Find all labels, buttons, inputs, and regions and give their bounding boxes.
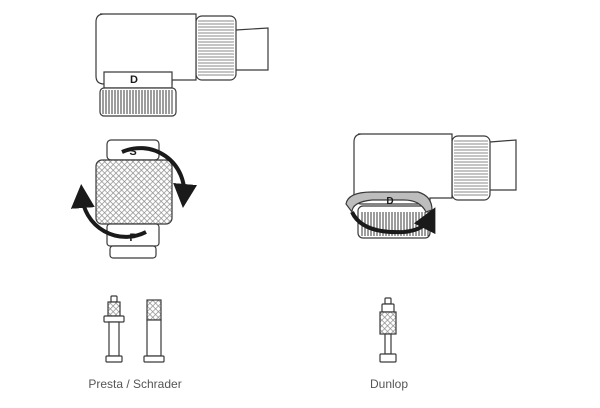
ring-marking-p: P (129, 232, 136, 244)
hose-stub-right (489, 139, 517, 191)
twist-arrow (350, 207, 436, 235)
valve-label-left: Presta / Schrader (88, 377, 181, 391)
presta-threaded-tip (107, 301, 121, 317)
rotation-arrow-right (121, 146, 198, 208)
head-right-marking: D (386, 196, 393, 207)
selector-ring-view (70, 139, 198, 259)
head-top-marking: D (130, 74, 138, 86)
dunlop-valve (379, 297, 397, 363)
head-top-left (95, 13, 269, 117)
dunlop-threaded-body (379, 311, 397, 335)
schrader-valve (143, 299, 165, 363)
valve-label-right: Dunlop (370, 377, 408, 391)
ring-base (109, 245, 157, 259)
presta-valve (103, 295, 125, 363)
schrader-threaded-body (146, 299, 162, 321)
selector-ring (103, 71, 173, 89)
head-right (345, 133, 517, 239)
rotation-arrow-left (70, 184, 147, 239)
ring-marking-s: S (129, 146, 136, 158)
knurled-cap (99, 87, 177, 117)
ring-knurled-body (95, 159, 173, 225)
hose-stub (235, 27, 269, 71)
